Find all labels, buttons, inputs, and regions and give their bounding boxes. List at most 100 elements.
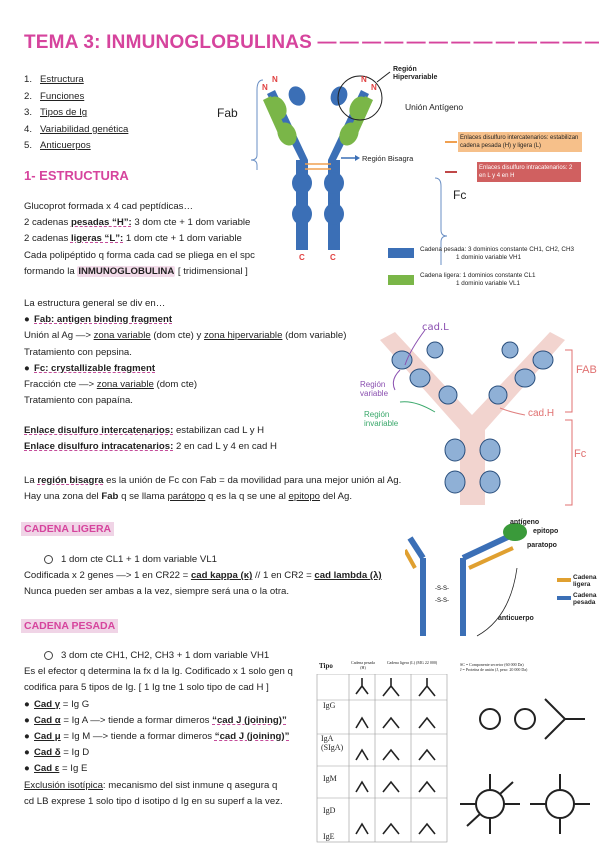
section-heading-cadena-ligera: CADENA LIGERA [21,522,115,536]
fab-bracket [250,79,264,170]
domain-loop [514,368,536,388]
light-icon [418,716,436,729]
section-estructura-text: Glucoprot formada x 4 cad peptídicas… 2 … [24,199,255,280]
toc-item[interactable]: 3.Tipos de Ig [24,107,88,119]
cad-h-label: cad.H [528,408,555,419]
domain-loop [479,438,501,462]
ch3-domain-left [292,203,312,225]
light-chain-right [468,546,514,570]
fc-bracket [434,177,448,265]
domain-loops-right [488,341,554,405]
cadena-ligera-text: 1 dom cte CL1 + 1 dom variable VL1 Codif… [24,552,382,601]
light-chain-left [403,549,417,569]
text-line: formando la INMUNOGLOBULINA [ tridimensi… [24,265,248,277]
domain-loop [391,350,413,370]
text-line: Fracción cte —> zona variable (dom cte) [24,379,198,391]
heavy-arm-left [407,536,426,560]
igm-ring [475,789,505,819]
epitopo-label: epitopo [533,528,559,535]
hinge-label: Región Bisagra [362,154,414,163]
vh-domain-left [288,86,306,106]
toc-item[interactable]: 1.Estructura [24,74,84,85]
section-heading-estructura: 1- ESTRUCTURA [24,168,129,183]
heavy-icon [355,678,369,695]
bisagra-text: La región bisagra es la unión de Fc con … [24,473,401,505]
legend-heavy-text: Cadena pesada: 3 dominios constante CH1,… [420,246,575,261]
cad-l-arrow [404,329,426,366]
heavy-icon [355,780,369,793]
domain-loop [488,385,508,405]
light-icon [382,822,400,835]
cadena-pesada-text: 3 dom cte CH1, CH2, CH3 + 1 dom variable… [24,648,293,810]
light-icon [418,822,436,835]
vh-domain-right [330,86,348,106]
hypervariable-circle [337,75,383,121]
ig-type-label: IgM [323,774,337,783]
table-of-contents: 1.Estructura 2.Funciones 3.Tipos de Ig 4… [24,72,128,155]
table-frame [316,674,448,843]
toc-item[interactable]: 2.Funciones [24,90,85,102]
list-item: ●Cad μ = Ig M —> tiende a formar dimeros… [24,731,290,743]
text-line: 2 cadenas pesadas “H”: 3 dom cte + 1 dom… [24,217,251,229]
hypervariable-label: Región Hipervariable [393,66,438,81]
toc-item[interactable]: 4.Variabilidad genética [24,123,129,135]
heavy-icon [355,822,369,835]
fc-bracket [565,419,573,506]
n-terminal-label: N [371,83,377,92]
c-terminal-label: C [330,253,336,262]
text-line: 3 dom cte CH1, CH2, CH3 + 1 dom variable… [24,648,293,664]
domain-loop [409,368,431,388]
ig-type-label: IgG [323,701,336,710]
light-icon [418,780,436,793]
section-estructura-text-2: La estructura general se div en… ●Fab: a… [24,296,346,409]
domain-loop [444,470,466,494]
domain-loop [438,385,458,405]
cl1-domain-right [339,122,359,146]
tipo-header: Tipo [319,662,333,670]
circle-bullet-icon [44,650,53,660]
fab-label: Fab [217,106,238,120]
antibody-pointer [476,567,518,637]
iga-ring [479,708,501,730]
notes: SC = Componente secretor (60 000 Da)J = … [460,662,528,672]
text-line: La región bisagra es la unión de Fc con … [24,475,402,486]
ss-bond: -S-S- [435,598,449,604]
antibody-structure-diagram: N N N N C C Fab Fc Región Hipervariable … [205,60,595,290]
region-invariable-arrow [399,401,436,413]
text-line: Nunca pueden ser ambas a la vez, siempre… [24,586,290,598]
antigen-binding-diagram: -S-S- -S-S- antígeno epitopo paratopo an… [403,518,596,643]
text-line: Unión al Ag —> zona variable (dom cte) y… [24,330,347,342]
cl1-domain-left [277,122,297,146]
light-icon [382,748,400,761]
light-col-header: Cadena ligera (L) (MG 22 000) [386,660,438,665]
cad-l-label: cad.L [422,322,449,333]
list-item: ●Cad δ = Ig D [24,747,90,759]
list-item: ●Cad α = Ig A —> tiende a formar dimeros… [24,714,287,726]
region-invariable-label: Región invariable [364,410,399,428]
toc-item[interactable]: 5.Anticuerpos [24,140,91,152]
text-line: cd LB exprese 1 solo tipo d isotipo d Ig… [24,795,283,807]
fab-bracket [565,349,573,413]
light-icon [382,780,400,793]
paratopo-label: paratopo [527,542,557,549]
table-grid [316,674,448,843]
domain-loops-fc [444,438,501,494]
text-line: Glucoprot formada x 4 cad peptídicas… [24,201,194,212]
domain-loop [426,341,444,359]
annotated-antibody-diagram: cad.L Región variable Región invariable … [340,320,597,515]
light-icon [382,716,400,729]
text-line: Hay una zona del Fab q se llama parátopo… [24,491,353,503]
legend-heavy-swatch [388,248,414,258]
fab-label-2: FAB [576,364,597,376]
text-line: 1 dom cte CL1 + 1 dom variable VL1 [24,552,382,568]
heavy-icon [355,716,369,729]
domain-loop [479,470,501,494]
text-line: Tratamiento con pepsina. [24,346,132,358]
domain-loops-left [391,341,458,405]
ig-types-figure: Tipo Cadena pesada (H) Cadena ligera (L)… [315,660,595,846]
region-variable-label: Región variable [360,380,389,398]
legend-heavy-label: Cadena pesada [573,592,597,606]
hypervariable-pointer [376,71,391,83]
heavy-arm-right [461,533,512,561]
